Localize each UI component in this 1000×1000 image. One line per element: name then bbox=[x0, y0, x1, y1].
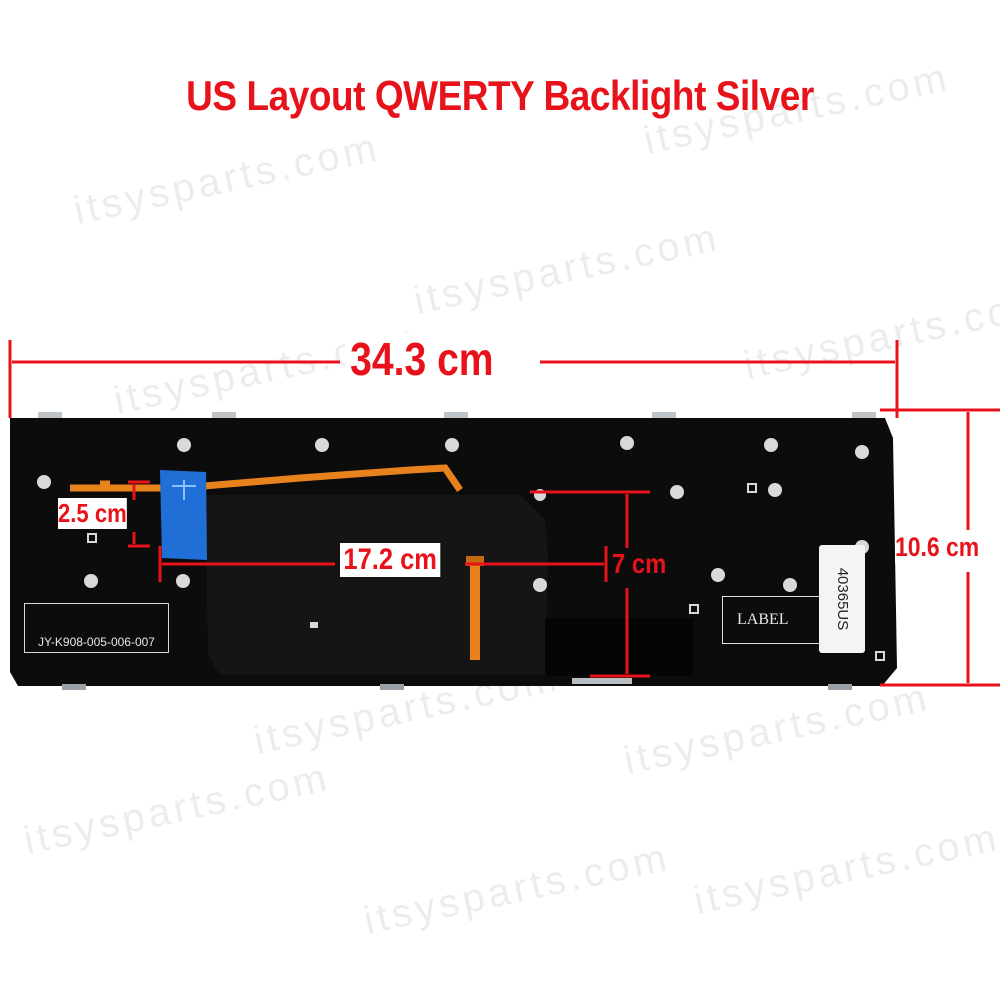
sku-sticker: 40365US bbox=[819, 545, 865, 653]
depth-dimension: 7 cm bbox=[612, 548, 667, 579]
span-dimension: 17.2 cm bbox=[340, 543, 441, 577]
cable-dimension: 2.5 cm bbox=[58, 498, 127, 529]
part-number-label: JY-K908-005-006-007 bbox=[24, 603, 169, 653]
sku-text: 40365US bbox=[834, 567, 851, 631]
dimension-lines bbox=[8, 340, 1000, 687]
width-dimension: 34.3 cm bbox=[345, 332, 499, 386]
page-title: US Layout QWERTY Backlight Silver bbox=[186, 72, 814, 119]
label-sticker: LABEL bbox=[722, 596, 832, 644]
connector-tape bbox=[160, 470, 207, 560]
height-dimension: 10.6 cm bbox=[895, 532, 980, 563]
